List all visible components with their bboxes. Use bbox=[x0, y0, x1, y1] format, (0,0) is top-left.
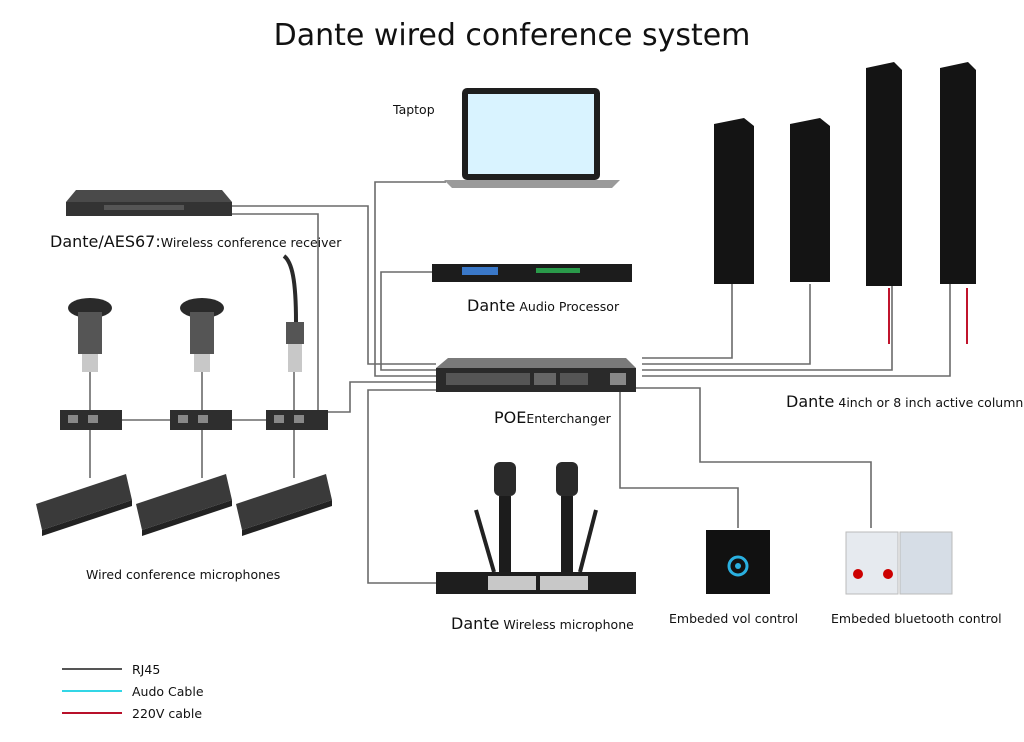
column-speaker-1 bbox=[714, 118, 754, 284]
column-speakers bbox=[714, 62, 976, 286]
legend-power-label: 220V cable bbox=[132, 706, 203, 721]
poe-adapter-2 bbox=[170, 410, 232, 430]
cable-receiver-box bbox=[232, 213, 319, 412]
cable-switch-col2 bbox=[642, 284, 811, 365]
processor-label: Dante Audio Processor bbox=[467, 296, 619, 315]
receiver-label-text: Wireless conference receiver bbox=[160, 235, 342, 250]
cable-processor-switch bbox=[380, 271, 436, 371]
legend-swatches bbox=[62, 668, 122, 714]
cable-mic-chain-switch bbox=[318, 381, 436, 413]
switch-label-prefix: POE bbox=[494, 408, 527, 427]
legend-audio-label: Audo Cable bbox=[132, 684, 204, 699]
legend-rj45-label: RJ45 bbox=[132, 662, 161, 677]
processor-label-text: Audio Processor bbox=[519, 299, 620, 314]
wireless-mic-system bbox=[436, 462, 636, 594]
processor-label-prefix: Dante bbox=[467, 296, 516, 315]
wired-mics-label: Wired conference microphones bbox=[86, 567, 281, 582]
wireless-mic-label-text: Wireless microphone bbox=[503, 617, 634, 632]
wireless-mic-label: Dante Wireless microphone bbox=[451, 614, 634, 633]
vol-control-label: Embeded vol control bbox=[669, 611, 799, 626]
conference-console-1 bbox=[36, 474, 132, 536]
cable-laptop-switch bbox=[374, 181, 446, 377]
cable-switch-wireless bbox=[367, 389, 436, 584]
columns-label-text: 4inch or 8 inch active column bbox=[838, 395, 1024, 410]
column-speaker-3 bbox=[866, 62, 902, 286]
switch-label: POEEnterchanger bbox=[494, 408, 611, 427]
receiver-label: Dante/AES67:Wireless conference receiver bbox=[50, 232, 341, 251]
cable-switch-col1 bbox=[642, 284, 733, 359]
cable-switch-vol bbox=[619, 392, 739, 528]
ceiling-mic-1 bbox=[68, 298, 112, 372]
gooseneck-mic bbox=[282, 254, 304, 372]
bt-control-device bbox=[845, 531, 953, 595]
cable-receiver-switch bbox=[232, 205, 436, 365]
laptop-device bbox=[444, 88, 620, 188]
wired-mic-units bbox=[36, 254, 332, 536]
power-cables bbox=[888, 288, 968, 344]
cable-switch-col4 bbox=[642, 284, 951, 377]
cable-switch-col3 bbox=[642, 284, 893, 371]
switch-device bbox=[436, 358, 636, 392]
columns-label: Dante 4inch or 8 inch active column bbox=[786, 392, 1023, 411]
switch-label-text: Enterchanger bbox=[526, 411, 611, 426]
cable-switch-bt bbox=[636, 387, 872, 528]
poe-adapter-1 bbox=[60, 410, 122, 430]
rj45-cables bbox=[89, 181, 951, 584]
columns-label-prefix: Dante bbox=[786, 392, 835, 411]
conference-console-3 bbox=[236, 474, 332, 536]
ceiling-mic-2 bbox=[180, 298, 224, 372]
column-speaker-2 bbox=[790, 118, 830, 282]
receiver-label-prefix: Dante/AES67: bbox=[50, 232, 161, 251]
page-title: Dante wired conference system bbox=[273, 18, 751, 53]
vol-control-device bbox=[706, 530, 770, 594]
column-speaker-4 bbox=[940, 62, 976, 284]
conference-console-2 bbox=[136, 474, 232, 536]
bt-control-label: Embeded bluetooth control bbox=[831, 611, 1002, 626]
poe-adapter-3 bbox=[266, 410, 328, 430]
processor-device bbox=[432, 264, 632, 282]
laptop-label: Taptop bbox=[393, 102, 435, 117]
wireless-mic-label-prefix: Dante bbox=[451, 614, 500, 633]
receiver-device bbox=[66, 190, 232, 216]
